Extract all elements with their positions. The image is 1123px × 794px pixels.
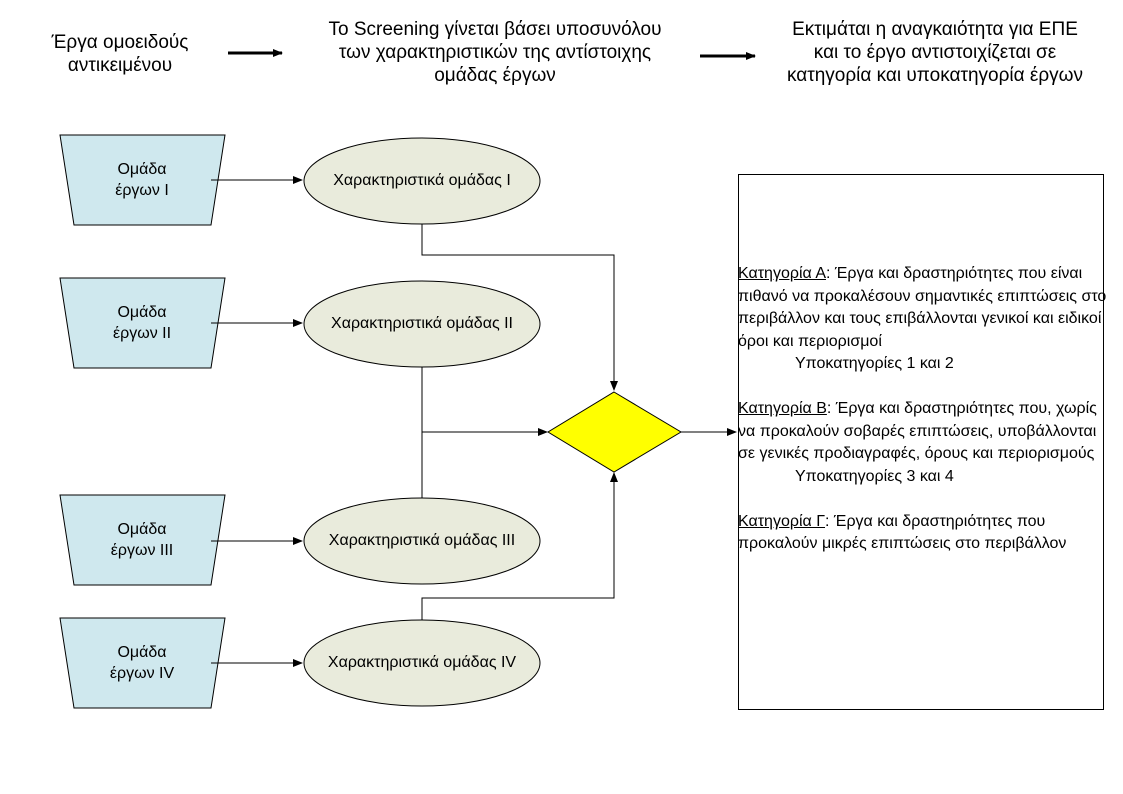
- decision-diamond: [547, 391, 682, 473]
- characteristics-label-1: Χαρακτηριστικά ομάδας Ι: [333, 172, 511, 189]
- group-box-3: [59, 494, 226, 586]
- header-step-screening: Το Screening γίνεται βάσει υποσυνόλου τω…: [328, 19, 662, 86]
- category-c: Κατηγορία Γ: Έργα και δραστηριότητες που…: [738, 511, 1108, 556]
- connector-1: [421, 224, 618, 391]
- category-b: Κατηγορία Β: Έργα και δραστηριότητες που…: [738, 398, 1108, 488]
- category-a-name: Κατηγορία Α: [738, 265, 826, 282]
- group-box-4: [59, 617, 226, 709]
- group-label-4: Ομάδα έργων ΙV: [109, 644, 175, 682]
- group-box-1: [59, 134, 226, 226]
- group-label-2: Ομάδα έργων ΙΙ: [112, 304, 172, 342]
- category-a: Κατηγορία Α: Έργα και δραστηριότητες που…: [738, 263, 1108, 376]
- characteristics-label-2: Χαρακτηριστικά ομάδας ΙΙ: [331, 315, 513, 332]
- group-label-1: Ομάδα έργων Ι: [115, 161, 169, 199]
- characteristics-label-4: Χαρακτηριστικά ομάδας ΙV: [327, 654, 517, 671]
- group-box-2: [59, 277, 226, 369]
- category-b-subcategories: Υποκατηγορίες 3 και 4: [795, 467, 954, 485]
- header-step-projects: Έργα ομοειδούς αντικειμένου: [51, 32, 189, 76]
- category-c-name: Κατηγορία Γ: [738, 512, 826, 530]
- category-b-text: : Έργα και δραστηριότητες που, χωρίς να …: [738, 400, 1097, 462]
- categories-box: [738, 174, 1104, 710]
- group-label-3: Ομάδα έργων ΙΙΙ: [110, 521, 174, 559]
- category-a-subcategories: Υποκατηγορίες 1 και 2: [795, 355, 954, 372]
- header-step-assessment: Εκτιμάται η αναγκαιότητα για ΕΠΕ και το …: [786, 19, 1084, 86]
- category-c-text: : Έργα και δραστηριότητες που προκαλούν …: [738, 512, 1067, 553]
- categories-list: Κατηγορία Α: Έργα και δραστηριότητες που…: [738, 263, 1108, 578]
- category-a-text: : Έργα και δραστηριότητες που είναι πιθα…: [738, 265, 1107, 350]
- characteristics-label-3: Χαρακτηριστικά ομάδας ΙΙΙ: [328, 532, 516, 549]
- category-b-name: Κατηγορία Β: [738, 400, 827, 417]
- connector-4: [421, 472, 618, 620]
